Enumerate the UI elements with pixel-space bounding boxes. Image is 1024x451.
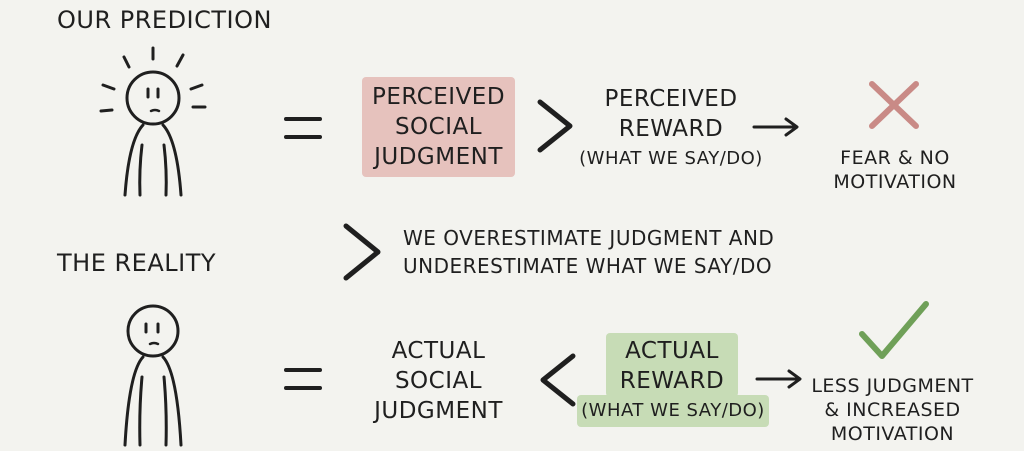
greater-than-icon [537, 99, 573, 153]
equals-icon [284, 117, 322, 139]
term-line: SOCIAL [394, 368, 483, 394]
perceived-judgment-box [362, 77, 515, 177]
perceived-reward-subtitle: (WHAT WE SAY/DO) [579, 148, 763, 169]
term-line: SOCIAL [394, 114, 483, 140]
outcome-line: & INCREASED [824, 399, 961, 421]
anxious-person-icon [99, 46, 207, 197]
term-line: REWARD [619, 368, 725, 394]
term-line: ACTUAL [625, 338, 719, 364]
actual-reward-box [606, 333, 738, 397]
reality-label: THE REALITY [57, 249, 217, 277]
term-line: JUDGMENT [374, 144, 503, 170]
check-icon [859, 301, 929, 359]
outcome-line: MOTIVATION [833, 171, 957, 193]
arrow-right-icon [752, 117, 799, 137]
arrow-right-icon [755, 369, 802, 389]
fear-outcome-text: FEAR & NO MOTIVATION [810, 146, 980, 194]
term-line: PERCEIVED [604, 86, 738, 112]
outcome-line: MOTIVATION [830, 423, 955, 445]
insight-note: WE OVERESTIMATE JUDGMENT AND UNDERESTIMA… [403, 224, 774, 280]
note-line: UNDERESTIMATE WHAT WE SAY/DO [403, 254, 773, 278]
perceived-judgment-text: PERCEIVED SOCIAL JUDGMENT [362, 82, 515, 172]
term-line: JUDGMENT [374, 398, 503, 424]
actual-reward-sub-box [577, 395, 769, 427]
calm-person-icon [123, 304, 183, 447]
term-line: PERCEIVED [371, 84, 506, 110]
outcome-line: FEAR & NO [840, 147, 950, 169]
cross-icon [869, 81, 919, 129]
note-line: WE OVERESTIMATE JUDGMENT AND [403, 226, 775, 250]
outcome-line: LESS JUDGMENT [811, 375, 974, 397]
actual-reward-subtitle: (WHAT WE SAY/DO) [581, 400, 765, 421]
equals-icon [284, 368, 322, 390]
greater-than-icon [343, 223, 381, 281]
term-line: ACTUAL [391, 338, 486, 364]
actual-reward-text: ACTUAL REWARD [596, 336, 748, 396]
perceived-reward-text: PERCEIVED REWARD [586, 84, 756, 144]
motivation-outcome-text: LESS JUDGMENT & INCREASED MOTIVATION [800, 374, 985, 446]
term-line: REWARD [618, 116, 724, 142]
actual-judgment-text: ACTUAL SOCIAL JUDGMENT [362, 336, 515, 426]
less-than-icon [540, 353, 576, 407]
prediction-label: OUR PREDICTION [57, 6, 272, 34]
